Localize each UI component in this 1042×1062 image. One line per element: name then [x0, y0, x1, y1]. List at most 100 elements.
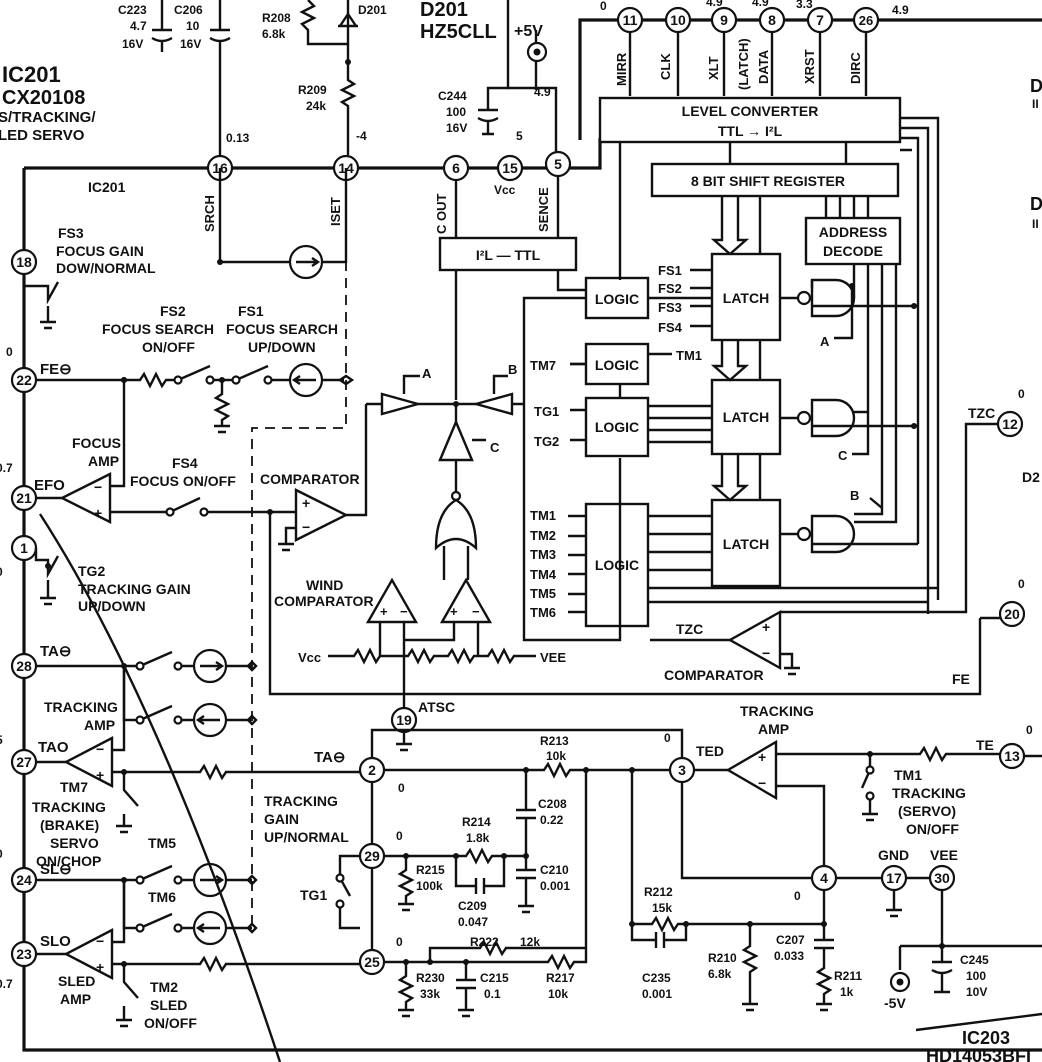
tm7-label-2: TRACKING — [32, 799, 106, 815]
pin-2-volt: 0 — [398, 781, 405, 795]
pin-28: 28 — [10, 652, 38, 680]
pin-11: 11 — [616, 6, 644, 34]
buffer-a-label: A — [422, 366, 432, 381]
pin-8: 8 — [758, 6, 786, 34]
svg-text:15: 15 — [502, 160, 518, 176]
plus5v-label: +5V — [514, 23, 543, 40]
tm1-label-4: ON/OFF — [906, 821, 959, 837]
svg-text:−: − — [472, 604, 480, 619]
svg-text:+: + — [762, 619, 770, 635]
sig-sence: SENCE — [536, 187, 551, 232]
svg-text:21: 21 — [16, 490, 32, 506]
c208-val: 0.22 — [540, 813, 564, 827]
ic201-ref: IC201 — [2, 62, 61, 87]
c208-ref: C208 — [538, 797, 567, 811]
tm7-label-3: (BRAKE) — [40, 817, 99, 833]
svg-text:23: 23 — [16, 946, 32, 962]
sig-tao: TAO — [38, 739, 69, 756]
vcc-label: Vcc — [298, 650, 321, 665]
c244-volt: 16V — [446, 121, 467, 135]
wind-label-1: WIND — [306, 577, 343, 593]
c210-ref: C210 — [540, 863, 569, 877]
r230-ref: R230 — [416, 971, 445, 985]
svg-text:26: 26 — [859, 13, 873, 28]
pin-9: 9 — [710, 6, 738, 34]
pin-14-volt: -4 — [356, 129, 367, 143]
sig-efo: EFO — [34, 477, 65, 494]
pin-22-volt: 0 — [6, 345, 13, 359]
c207-val: 0.033 — [774, 949, 804, 963]
decode-c: C — [838, 448, 848, 463]
c223-val: 4.7 — [130, 19, 147, 33]
r215-val: 100k — [416, 879, 443, 893]
tm2-label-3: ON/OFF — [144, 1015, 197, 1031]
tracking-amp-left-2: AMP — [84, 717, 115, 733]
c235-val: 0.001 — [642, 987, 672, 1001]
pin-4: 4 — [810, 864, 838, 892]
shift-register-block — [650, 162, 900, 198]
tm-group-labels: TM1 TM2 TM3 TM4 TM5 TM6 — [530, 508, 557, 620]
tm1-in-label: TM1 — [676, 348, 702, 363]
tracking-amp-right-2: AMP — [758, 721, 789, 737]
fs3-label-1: FS3 — [58, 225, 84, 241]
fs-lines: FS1 FS2 FS3 FS4 — [658, 263, 683, 335]
pin-26: 26 — [852, 6, 880, 34]
pin-20: 20 — [998, 600, 1026, 628]
pin-1-volt: 0 — [0, 565, 3, 579]
tm1-label-2: TRACKING — [892, 785, 966, 801]
tg-gain-3: UP/NORMAL — [264, 829, 349, 845]
c244-val: 100 — [446, 105, 466, 119]
logic-label-4: LOGIC — [595, 557, 639, 573]
pin-25-volt: 0 — [396, 935, 403, 949]
sig-fe: FE — [952, 671, 970, 687]
svg-text:−: − — [96, 741, 104, 757]
pin-23: 23 — [10, 940, 38, 968]
tm-group-2: TM2 — [530, 528, 556, 543]
top-bus — [578, 18, 1042, 140]
r209-val: 24k — [306, 99, 326, 113]
logic-label-1: LOGIC — [595, 291, 639, 307]
svg-text:30: 30 — [934, 870, 950, 886]
svg-text:−: − — [758, 775, 766, 791]
minus5v-label: -5V — [884, 995, 906, 1011]
right-clip-1: D — [1030, 76, 1042, 96]
c215-val: 0.1 — [484, 987, 501, 1001]
pin-16-volt: 0.13 — [226, 131, 250, 145]
svg-text:−: − — [762, 645, 770, 661]
address-decode-label2: DECODE — [823, 243, 883, 259]
r208-ref: R208 — [262, 11, 291, 25]
fs3-label-3: DOW/NORMAL — [56, 260, 156, 276]
tg1-label: TG1 — [534, 404, 559, 419]
fs1-label-3: UP/DOWN — [248, 339, 316, 355]
r222-ref: R222 — [470, 935, 499, 949]
c235-ref: C235 — [642, 971, 671, 985]
pin-12-volt: 0 — [1018, 387, 1025, 401]
tracking-amp-right-1: TRACKING — [740, 703, 814, 719]
pin-3: 3 — [668, 756, 696, 784]
focus-comparator — [294, 488, 349, 542]
latch-label-1: LATCH — [723, 290, 769, 306]
buffer-b — [471, 392, 514, 416]
pin-2: 2 — [358, 756, 386, 784]
tg2-label-3: UP/DOWN — [78, 598, 146, 614]
and-gate-2 — [810, 398, 856, 438]
pin-9-volt: 4.9 — [752, 0, 769, 9]
r230-val: 33k — [420, 987, 440, 1001]
r212-ref: R212 — [644, 885, 673, 899]
tg-gain-1: TRACKING — [264, 793, 338, 809]
fs3-label: FS3 — [658, 300, 682, 315]
sig-latch: (LATCH) — [736, 38, 751, 90]
r213-ref: R213 — [540, 734, 569, 748]
pin-22: 22 — [10, 366, 38, 394]
buffer-a — [380, 392, 423, 416]
pin-29: 29 — [358, 842, 386, 870]
wind-comparator-1 — [365, 577, 419, 624]
pin-26-volt: 4.9 — [892, 3, 909, 17]
r214-val: 1.8k — [466, 831, 490, 845]
pin-20-volt: 0 — [1018, 577, 1025, 591]
fs4-label-1: FS4 — [172, 455, 198, 471]
shift-register-label: 8 BIT SHIFT REGISTER — [691, 173, 845, 189]
ic203-ref: IC203 — [962, 1028, 1010, 1048]
latch-block-1 — [710, 252, 782, 342]
tg2-label-2: TRACKING GAIN — [78, 581, 191, 597]
